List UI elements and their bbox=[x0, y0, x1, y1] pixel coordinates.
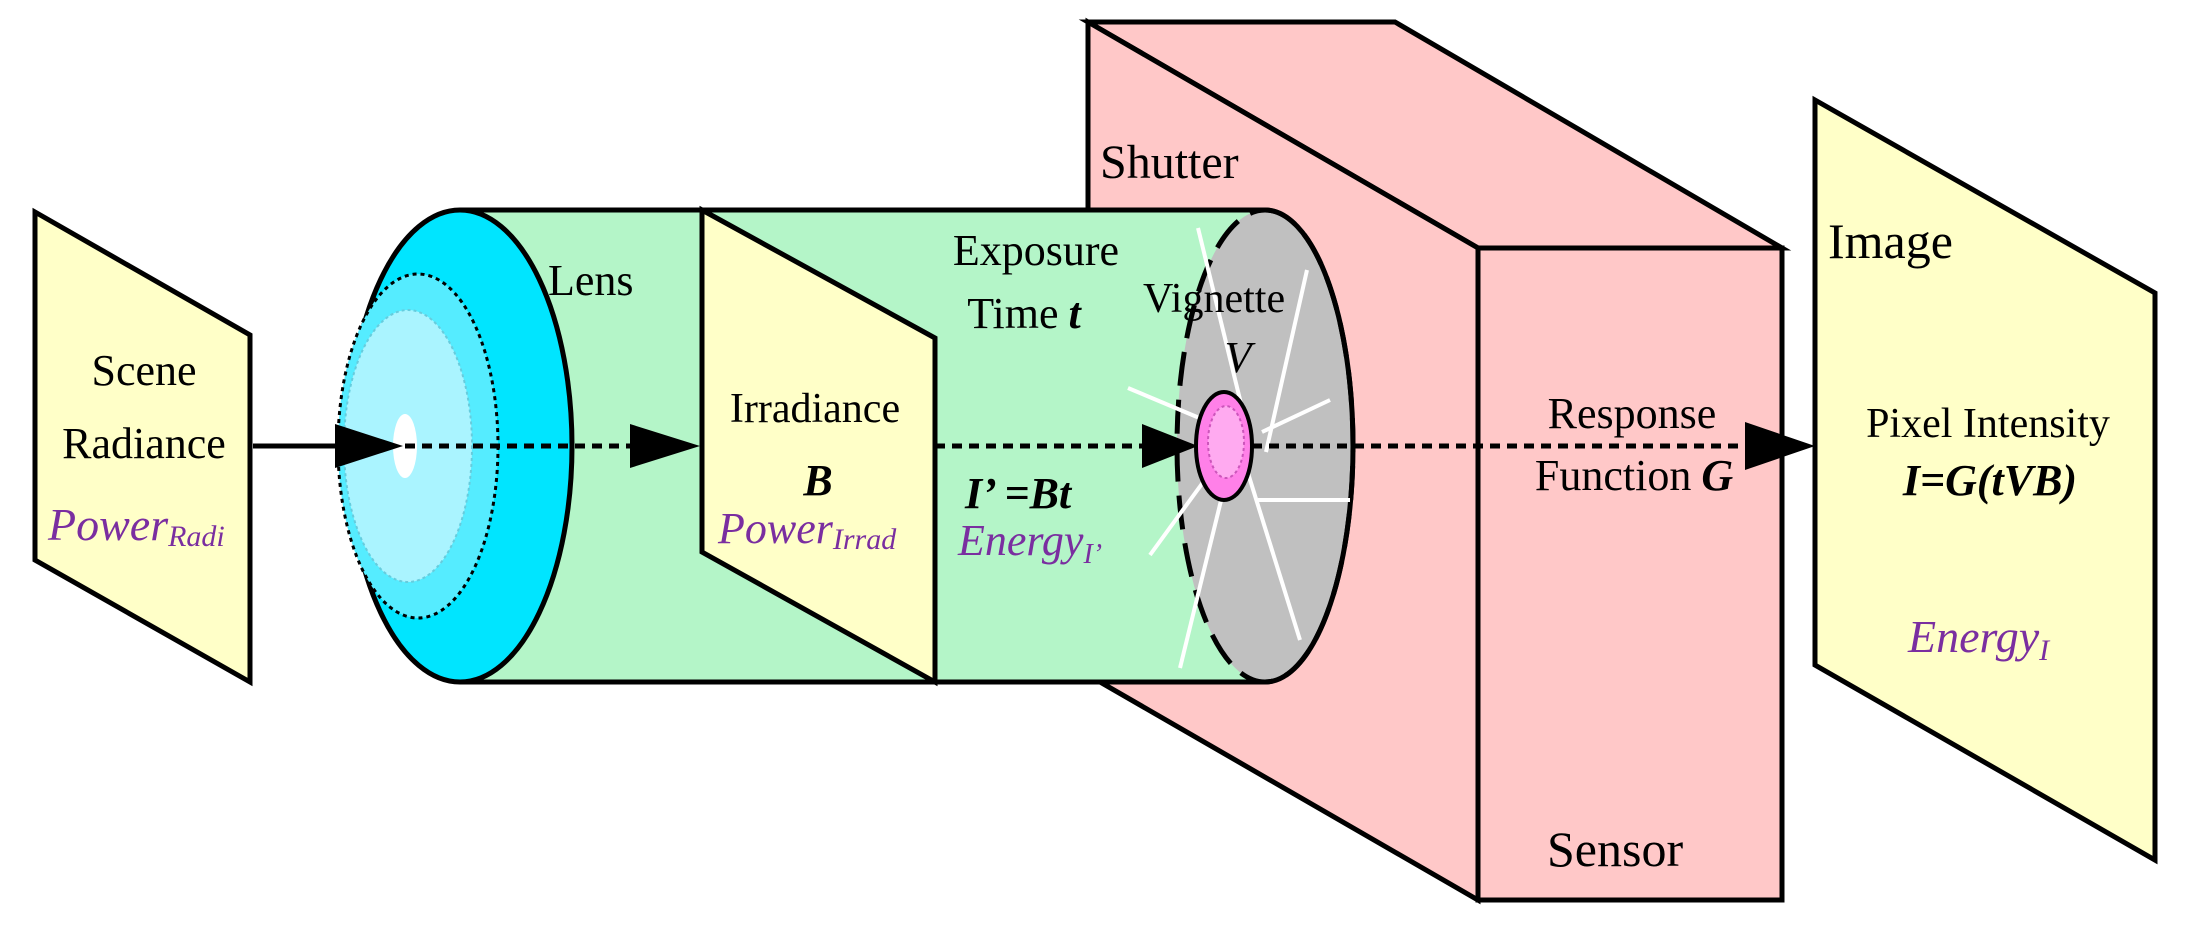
exposure-label-line1: Exposure bbox=[953, 226, 1119, 275]
shutter-label: Shutter bbox=[1100, 136, 1239, 189]
scene-power-label: PowerRadi bbox=[47, 499, 225, 553]
image-energy-label: EnergyI bbox=[1907, 611, 2051, 667]
vignette-symbol: V bbox=[1225, 333, 1257, 382]
image-label: Image bbox=[1828, 213, 1953, 269]
image-panel bbox=[1812, 95, 2158, 865]
shutter-blades bbox=[1127, 227, 1350, 669]
scene-radiance-panel bbox=[32, 207, 253, 687]
shutter-disc bbox=[1127, 207, 1356, 685]
light-path bbox=[253, 422, 1815, 470]
irradiance-label: Irradiance bbox=[730, 386, 900, 432]
arrowhead-icon bbox=[630, 424, 700, 468]
irradiance-symbol: B bbox=[802, 456, 832, 505]
pixel-formula: I=G(tVB) bbox=[1902, 456, 2077, 505]
arrowhead-icon bbox=[1745, 422, 1815, 470]
exposure-energy-label: EnergyI’ bbox=[957, 516, 1102, 570]
arrowhead-icon bbox=[335, 424, 403, 468]
irradiance-power-label: PowerIrrad bbox=[717, 504, 897, 556]
sensor-label: Sensor bbox=[1547, 821, 1683, 877]
lens-label: Lens bbox=[548, 256, 634, 305]
vignette-aperture bbox=[1194, 390, 1254, 502]
vignette-label: Vignette bbox=[1143, 276, 1285, 322]
scene-label-line2: Radiance bbox=[62, 419, 226, 468]
irradiance-panel bbox=[699, 205, 938, 687]
response-label-line1: Response bbox=[1548, 389, 1717, 438]
exposure-formula: I’ =Bt bbox=[964, 469, 1073, 518]
scene-label-line1: Scene bbox=[91, 346, 196, 395]
pixel-intensity-label: Pixel Intensity bbox=[1866, 401, 2110, 447]
arrowhead-icon bbox=[1142, 424, 1198, 468]
